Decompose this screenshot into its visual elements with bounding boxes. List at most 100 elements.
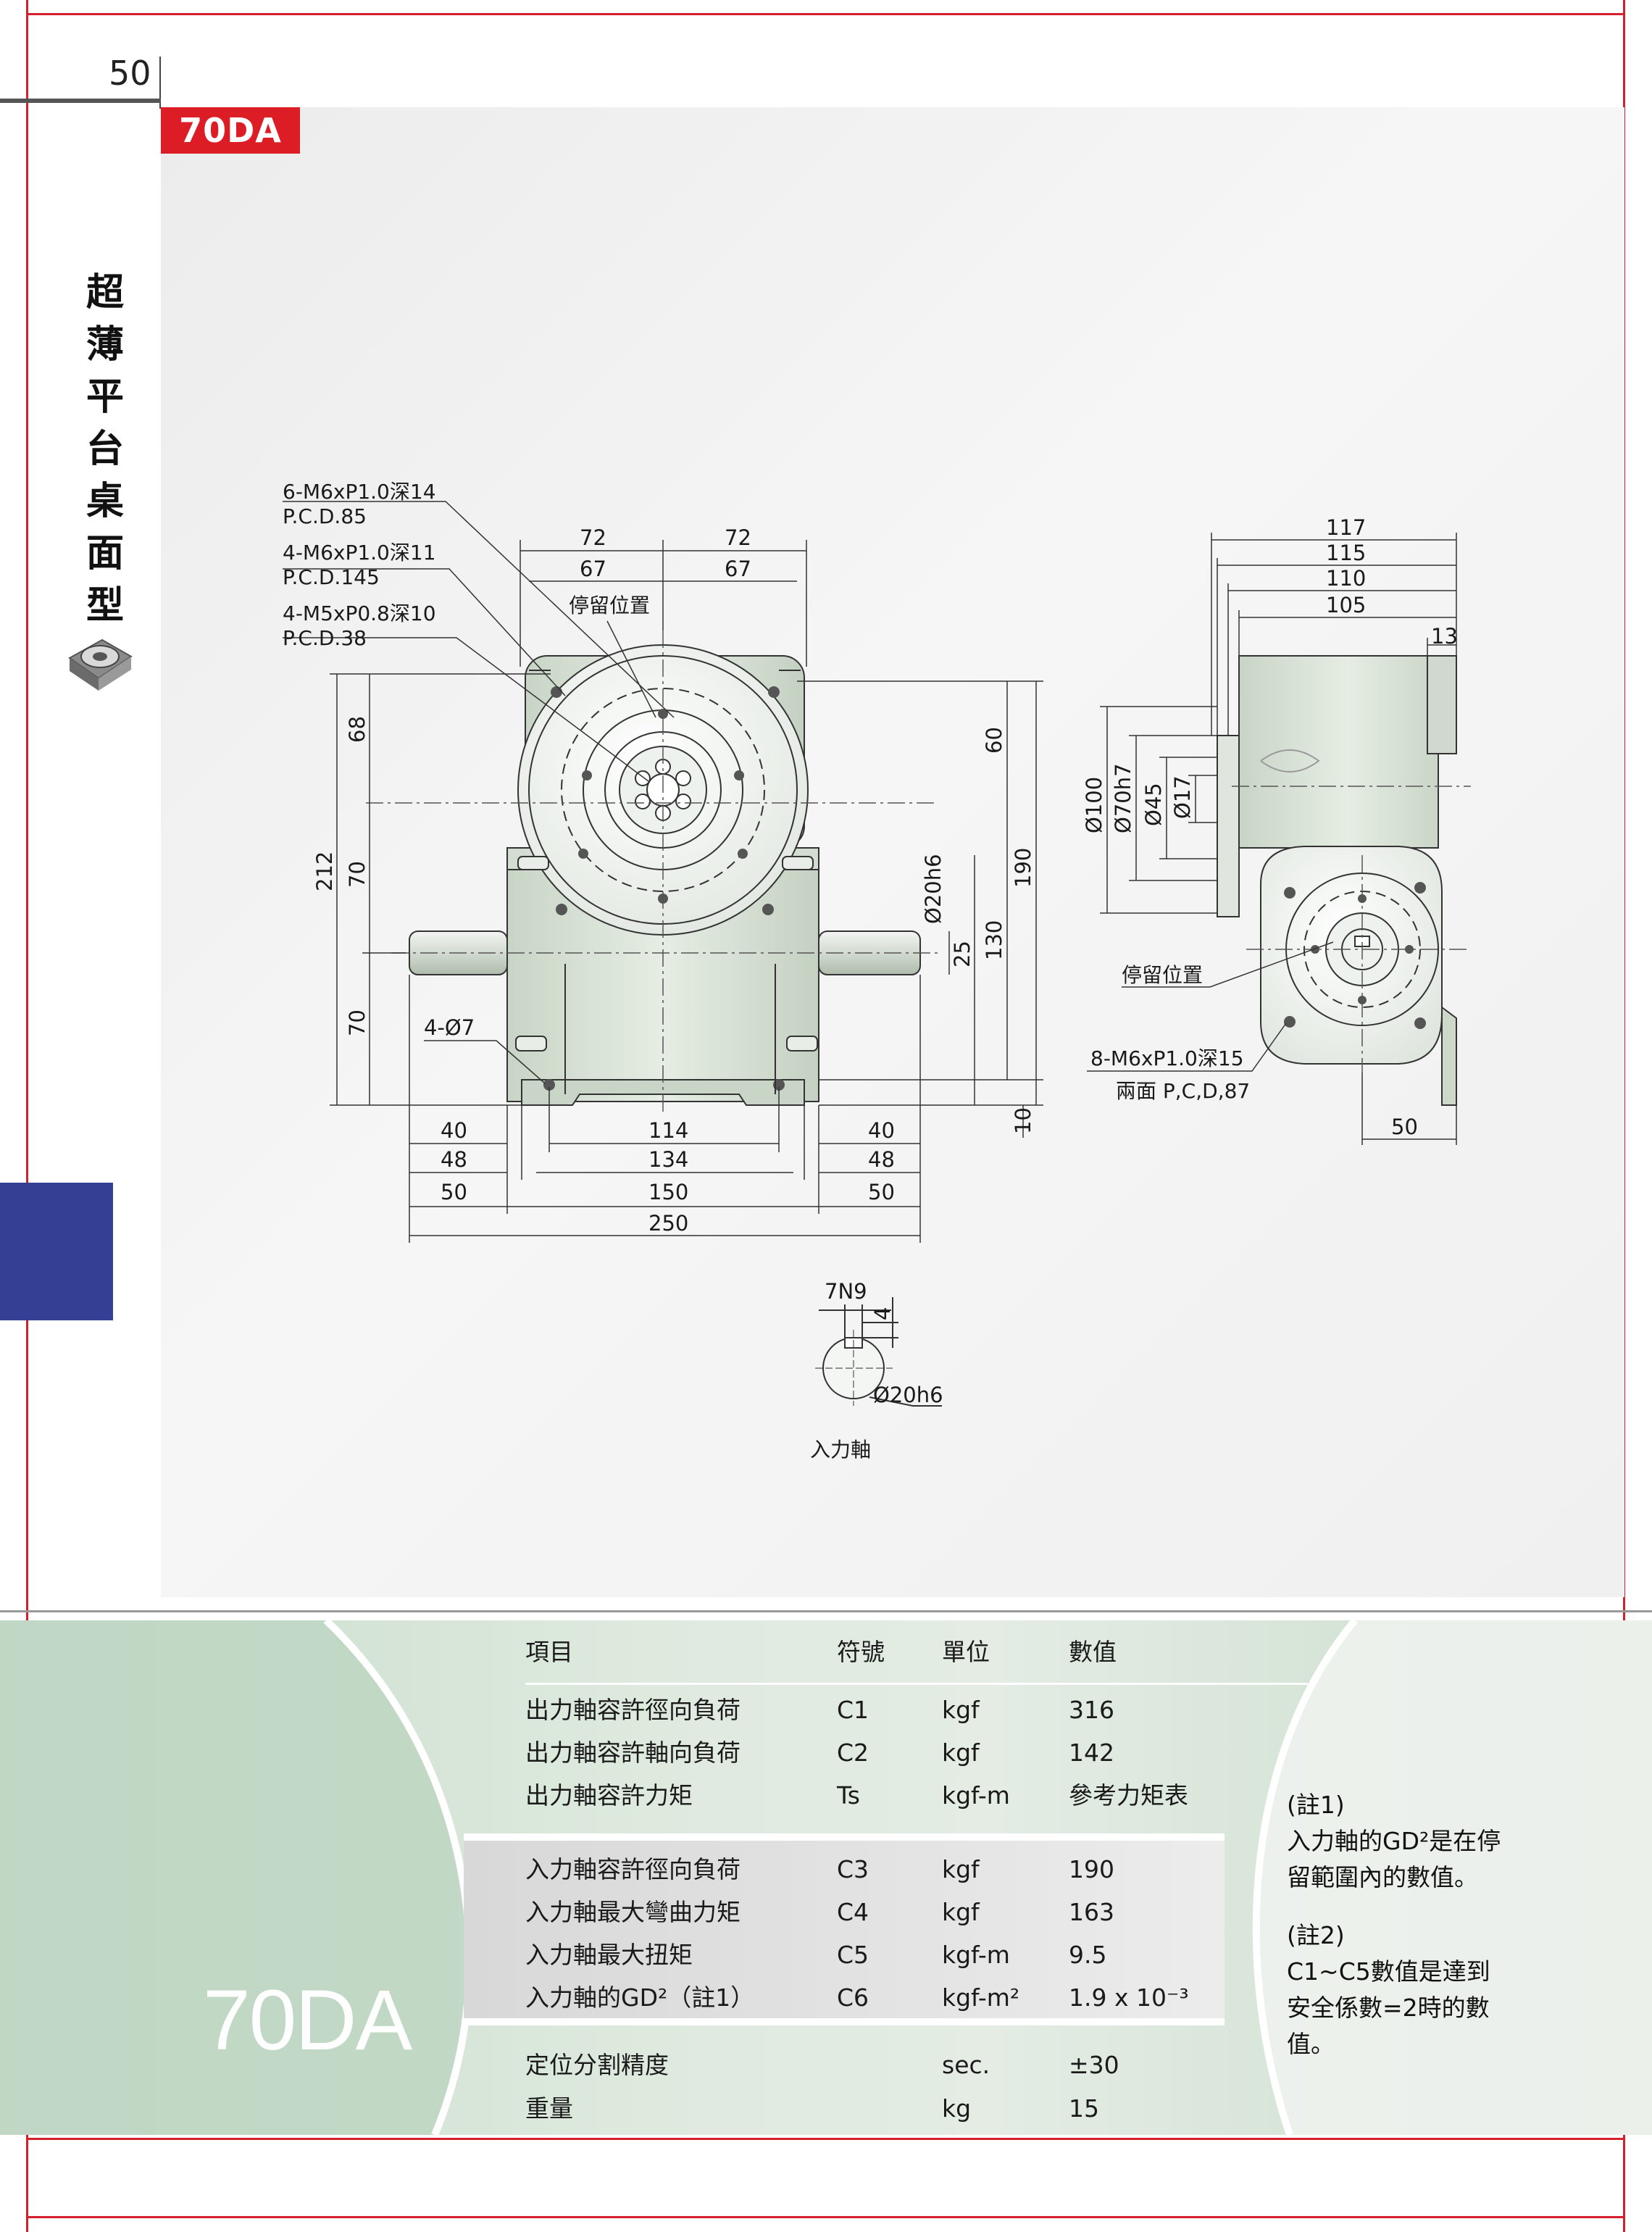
callout-3: 4-M5xP0.8深10 (283, 601, 436, 625)
side-title-char: 超 (85, 271, 124, 315)
row-item: 入力軸最大扭矩 (525, 1941, 693, 1969)
callout-2: 4-M6xP1.0深11 (283, 541, 436, 565)
dim-115: 115 (1326, 541, 1366, 565)
callout-3-pcd: P.C.D.38 (283, 626, 367, 650)
row-value: 142 (1069, 1738, 1114, 1767)
row-value: 190 (1069, 1855, 1114, 1883)
frame-lower-line (26, 2138, 1625, 2140)
spec-band-arcs (0, 1620, 1652, 2135)
callout-2-pcd: P.C.D.145 (283, 565, 380, 589)
table-row: 入力軸的GD²（註1） C6 kgf-m² 1.9 x 10⁻³ (464, 1978, 1261, 2018)
dim-134: 134 (648, 1147, 688, 1172)
dim-130: 130 (982, 920, 1006, 960)
hole-label: 4-Ø7 (424, 1015, 475, 1040)
notes: (註1) 入力軸的GD²是在停 留範圍內的數值。 (註2) C1~C5數值是達到… (1287, 1787, 1526, 2062)
dim-dia-100: Ø100 (1082, 777, 1106, 833)
row-symbol: C1 (837, 1696, 869, 1724)
input-shaft-label: 入力軸 (810, 1438, 871, 1462)
dim-50-left: 50 (441, 1180, 467, 1204)
side-view (1217, 655, 1457, 1106)
row-item: 入力軸最大彎曲力矩 (525, 1898, 741, 1926)
dim-190: 190 (1011, 848, 1035, 888)
row-item: 重量 (525, 2094, 573, 2123)
dim-70-upper: 70 (345, 861, 370, 888)
dim-212: 212 (312, 851, 337, 891)
row-value: 參考力矩表 (1069, 1781, 1188, 1810)
dim-dia-70h7: Ø70h7 (1111, 763, 1135, 833)
dim-40-right: 40 (868, 1118, 895, 1143)
note-line: 安全係數=2時的數 (1287, 1994, 1490, 2022)
callout-1: 6-M6xP1.0深14 (283, 480, 436, 504)
spec-top-rule (0, 1610, 1652, 1612)
table-row: 出力軸容許力矩 Ts kgf-m 參考力矩表 (464, 1775, 1261, 1816)
big-model-label: 70DA (203, 1973, 412, 2068)
dim-40-left: 40 (441, 1118, 467, 1143)
row-value: 9.5 (1069, 1941, 1107, 1969)
row-unit: kgf (942, 1898, 980, 1926)
row-unit: kgf (942, 1855, 980, 1883)
dim-48-right: 48 (868, 1147, 895, 1172)
keyway-width: 7N9 (825, 1279, 867, 1304)
technical-drawing: 6-M6xP1.0深14 P.C.D.85 4-M6xP1.0深11 P.C.D… (283, 480, 1471, 1462)
dim-117: 117 (1326, 515, 1366, 540)
table-row: 重量 kg 15 (464, 2089, 1261, 2129)
side-thread-label: 8-M6xP1.0深15 (1090, 1046, 1244, 1070)
row-item: 出力軸容許徑向負荷 (525, 1696, 741, 1724)
top-rule (0, 99, 161, 103)
table-row: 入力軸最大扭矩 C5 kgf-m 9.5 (464, 1935, 1261, 1975)
header-unit: 單位 (942, 1638, 990, 1666)
input-block-bg (464, 1833, 1225, 2025)
dim-60: 60 (982, 727, 1006, 754)
note-line: (註1) (1287, 1791, 1345, 1819)
dim-top-72-left: 72 (580, 525, 606, 550)
row-symbol: C5 (837, 1941, 869, 1969)
section-tab (0, 1183, 113, 1320)
row-unit: kgf-m (942, 1781, 1010, 1810)
dim-150: 150 (648, 1180, 688, 1204)
dim-13: 13 (1431, 624, 1458, 649)
row-item: 出力軸容許軸向負荷 (525, 1738, 741, 1767)
side-title-char: 台 (85, 428, 124, 471)
row-value: 15 (1069, 2094, 1099, 2123)
header-symbol: 符號 (837, 1638, 885, 1666)
dim-dia-17: Ø17 (1170, 775, 1195, 819)
table-row: 出力軸容許軸向負荷 C2 kgf 142 (464, 1733, 1261, 1773)
dim-70-lower: 70 (345, 1009, 370, 1036)
row-symbol: Ts (837, 1781, 860, 1810)
frame-left-line (26, 0, 28, 2232)
side-title-char: 平 (85, 375, 124, 419)
row-unit: kgf (942, 1696, 980, 1724)
row-value: ±30 (1069, 2051, 1119, 2079)
row-unit: sec. (942, 2051, 990, 2079)
row-unit: kgf-m² (942, 1983, 1020, 2012)
dim-68: 68 (345, 716, 370, 743)
dim-10: 10 (1011, 1107, 1035, 1134)
row-unit: kgf (942, 1738, 980, 1767)
model-tag: 70DA (161, 107, 300, 154)
dim-top-67-left: 67 (580, 557, 606, 581)
dim-side-50: 50 (1391, 1115, 1418, 1139)
page-number-divider (159, 57, 161, 109)
indexer-thumbnail-icon (68, 638, 133, 691)
table-row: 定位分割精度 sec. ±30 (464, 2045, 1261, 2086)
header-value: 數值 (1069, 1638, 1117, 1666)
dim-25: 25 (950, 941, 975, 967)
note-line (1287, 1896, 1526, 1917)
row-value: 1.9 x 10⁻³ (1069, 1983, 1189, 2012)
side-title-char: 面 (85, 532, 124, 575)
dim-top-67-right: 67 (725, 557, 751, 581)
side-title-char: 薄 (85, 323, 124, 367)
note-line: (註2) (1287, 1921, 1345, 1949)
dim-250: 250 (648, 1211, 688, 1236)
frame-top-line (26, 13, 1625, 15)
dim-105: 105 (1326, 593, 1366, 617)
dwell-label: 停留位置 (569, 594, 650, 617)
front-view (409, 644, 921, 1106)
frame-bottom-line (26, 2216, 1625, 2218)
row-unit: kgf-m (942, 1941, 1010, 1969)
table-row: 入力軸最大彎曲力矩 C4 kgf 163 (464, 1892, 1261, 1933)
note-line: C1~C5數值是達到 (1287, 1957, 1490, 1986)
note-line: 留範圍內的數值。 (1287, 1863, 1478, 1891)
dim-114: 114 (648, 1118, 688, 1143)
keyway-shaft-dia: Ø20h6 (873, 1383, 943, 1407)
